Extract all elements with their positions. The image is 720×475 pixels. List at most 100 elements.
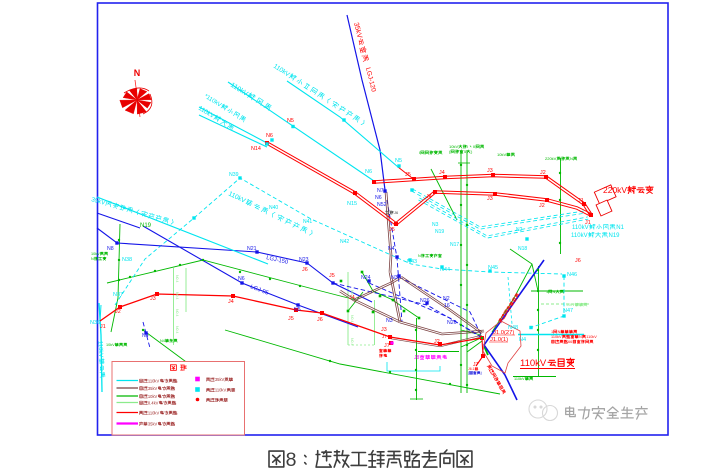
svg-text:J1: J1 xyxy=(100,324,106,330)
svg-text:N6: N6 xyxy=(238,276,245,282)
svg-text:10kV: 10kV xyxy=(449,144,458,149)
svg-text:N14: N14 xyxy=(251,146,261,152)
svg-text:J6.1: J6.1 xyxy=(468,367,475,371)
svg-text:J6: J6 xyxy=(302,267,308,273)
svg-text:J1.0(1): J1.0(1) xyxy=(490,337,508,343)
svg-text:N7: N7 xyxy=(377,188,384,194)
svg-text:N: N xyxy=(91,257,94,261)
svg-text:N2: N2 xyxy=(443,296,450,302)
svg-text:J5: J5 xyxy=(288,316,294,322)
svg-text:J5: J5 xyxy=(405,172,411,178)
svg-text:N6: N6 xyxy=(365,169,372,175)
svg-text:N6: N6 xyxy=(375,195,382,201)
svg-text:35kV: 35kV xyxy=(215,377,225,382)
svg-text:J1: J1 xyxy=(578,198,584,204)
svg-text:N0.4: N0.4 xyxy=(350,338,354,345)
svg-text:N48: N48 xyxy=(508,325,518,331)
svg-text:N36: N36 xyxy=(90,320,100,326)
svg-text:N: N xyxy=(579,335,582,339)
svg-text:N4: N4 xyxy=(519,337,526,343)
svg-text:J7: J7 xyxy=(382,334,387,339)
svg-text:N3: N3 xyxy=(386,318,393,324)
svg-text:N0.4: N0.4 xyxy=(350,290,354,297)
svg-text:J1: J1 xyxy=(585,220,591,226)
svg-text:110kV: 110kV xyxy=(97,341,104,358)
svg-text:J2: J2 xyxy=(115,309,121,315)
svg-text:J4: J4 xyxy=(228,299,234,305)
svg-text:N0.4: N0.4 xyxy=(350,315,354,322)
svg-text:110kV: 110kV xyxy=(586,335,597,339)
svg-text:N18: N18 xyxy=(518,246,527,252)
svg-text:10kV: 10kV xyxy=(148,394,158,399)
svg-text:N4: N4 xyxy=(388,246,395,252)
svg-text:N5: N5 xyxy=(287,118,294,124)
svg-text:N24: N24 xyxy=(361,275,371,281)
svg-text:N43: N43 xyxy=(407,259,417,265)
svg-text:J8: J8 xyxy=(414,355,420,361)
svg-text:J3: J3 xyxy=(487,196,493,202)
svg-text:N38: N38 xyxy=(122,257,132,263)
svg-text:220kV: 220kV xyxy=(545,156,557,161)
svg-text:J3: J3 xyxy=(150,296,156,302)
svg-text:110kV: 110kV xyxy=(148,378,160,383)
svg-text:110kV: 110kV xyxy=(572,225,589,231)
svg-text:N41: N41 xyxy=(303,219,312,225)
svg-text:N23: N23 xyxy=(299,257,309,263)
svg-text:J1.0(27): J1.0(27) xyxy=(493,330,514,336)
svg-text:J7: J7 xyxy=(384,343,390,349)
svg-text:N0.4: N0.4 xyxy=(175,326,179,333)
svg-text:N: N xyxy=(570,156,573,161)
svg-text:N4: N4 xyxy=(142,333,149,339)
svg-text:N15: N15 xyxy=(347,201,357,207)
svg-text:J4: J4 xyxy=(349,295,355,301)
svg-text:110kV: 110kV xyxy=(520,358,547,369)
svg-text:N: N xyxy=(134,68,141,78)
svg-text:N: N xyxy=(418,254,421,258)
svg-text:I: I xyxy=(467,144,468,149)
svg-text:J4: J4 xyxy=(426,194,432,200)
svg-text:N40: N40 xyxy=(269,205,278,211)
svg-text:N3: N3 xyxy=(391,275,398,281)
svg-text:.: . xyxy=(478,367,479,371)
svg-text:N39: N39 xyxy=(229,172,239,178)
svg-text:J6: J6 xyxy=(317,317,323,323)
svg-text:N3: N3 xyxy=(432,222,439,228)
svg-text:J7: J7 xyxy=(473,362,479,368)
svg-text:110kV: 110kV xyxy=(148,410,160,415)
svg-text:N21: N21 xyxy=(247,246,257,252)
svg-text:J5: J5 xyxy=(389,227,395,233)
svg-text:35kV: 35kV xyxy=(148,421,158,426)
svg-text:N52: N52 xyxy=(377,202,387,208)
svg-text:N5: N5 xyxy=(395,158,402,164)
svg-text:N1: N1 xyxy=(616,225,624,231)
svg-text:N45: N45 xyxy=(488,265,498,271)
svg-text:16: 16 xyxy=(444,303,450,309)
svg-text:N46: N46 xyxy=(567,272,577,278)
svg-text:N19: N19 xyxy=(609,233,621,239)
svg-text:0.4kV: 0.4kV xyxy=(148,400,159,405)
svg-text:J4: J4 xyxy=(439,170,445,176)
svg-text:N0.4: N0.4 xyxy=(175,292,179,299)
svg-text:N: N xyxy=(558,330,561,334)
svg-text:N4: N4 xyxy=(160,339,165,343)
svg-text:35kV: 35kV xyxy=(148,386,158,391)
svg-text:(: ( xyxy=(449,149,451,154)
svg-text:(: ( xyxy=(468,371,470,375)
svg-text:8: 8 xyxy=(286,449,297,471)
svg-text:J2: J2 xyxy=(434,339,440,345)
svg-text:N: N xyxy=(553,290,556,294)
svg-text:110kV: 110kV xyxy=(215,388,227,393)
svg-text:N17: N17 xyxy=(450,242,459,248)
svg-text:J6: J6 xyxy=(575,258,581,264)
svg-text:N44: N44 xyxy=(440,267,450,273)
svg-text:N5: N5 xyxy=(294,307,301,313)
svg-text:J3: J3 xyxy=(381,327,387,333)
svg-text:66: 66 xyxy=(568,340,572,344)
svg-text:I: I xyxy=(419,150,420,155)
svg-text:N0.4: N0.4 xyxy=(175,275,179,282)
svg-text:N26: N26 xyxy=(420,298,430,304)
svg-text:II: II xyxy=(473,144,475,149)
svg-text:J6: J6 xyxy=(394,210,399,215)
svg-text:J5: J5 xyxy=(329,273,335,279)
svg-text:N37: N37 xyxy=(113,292,123,298)
